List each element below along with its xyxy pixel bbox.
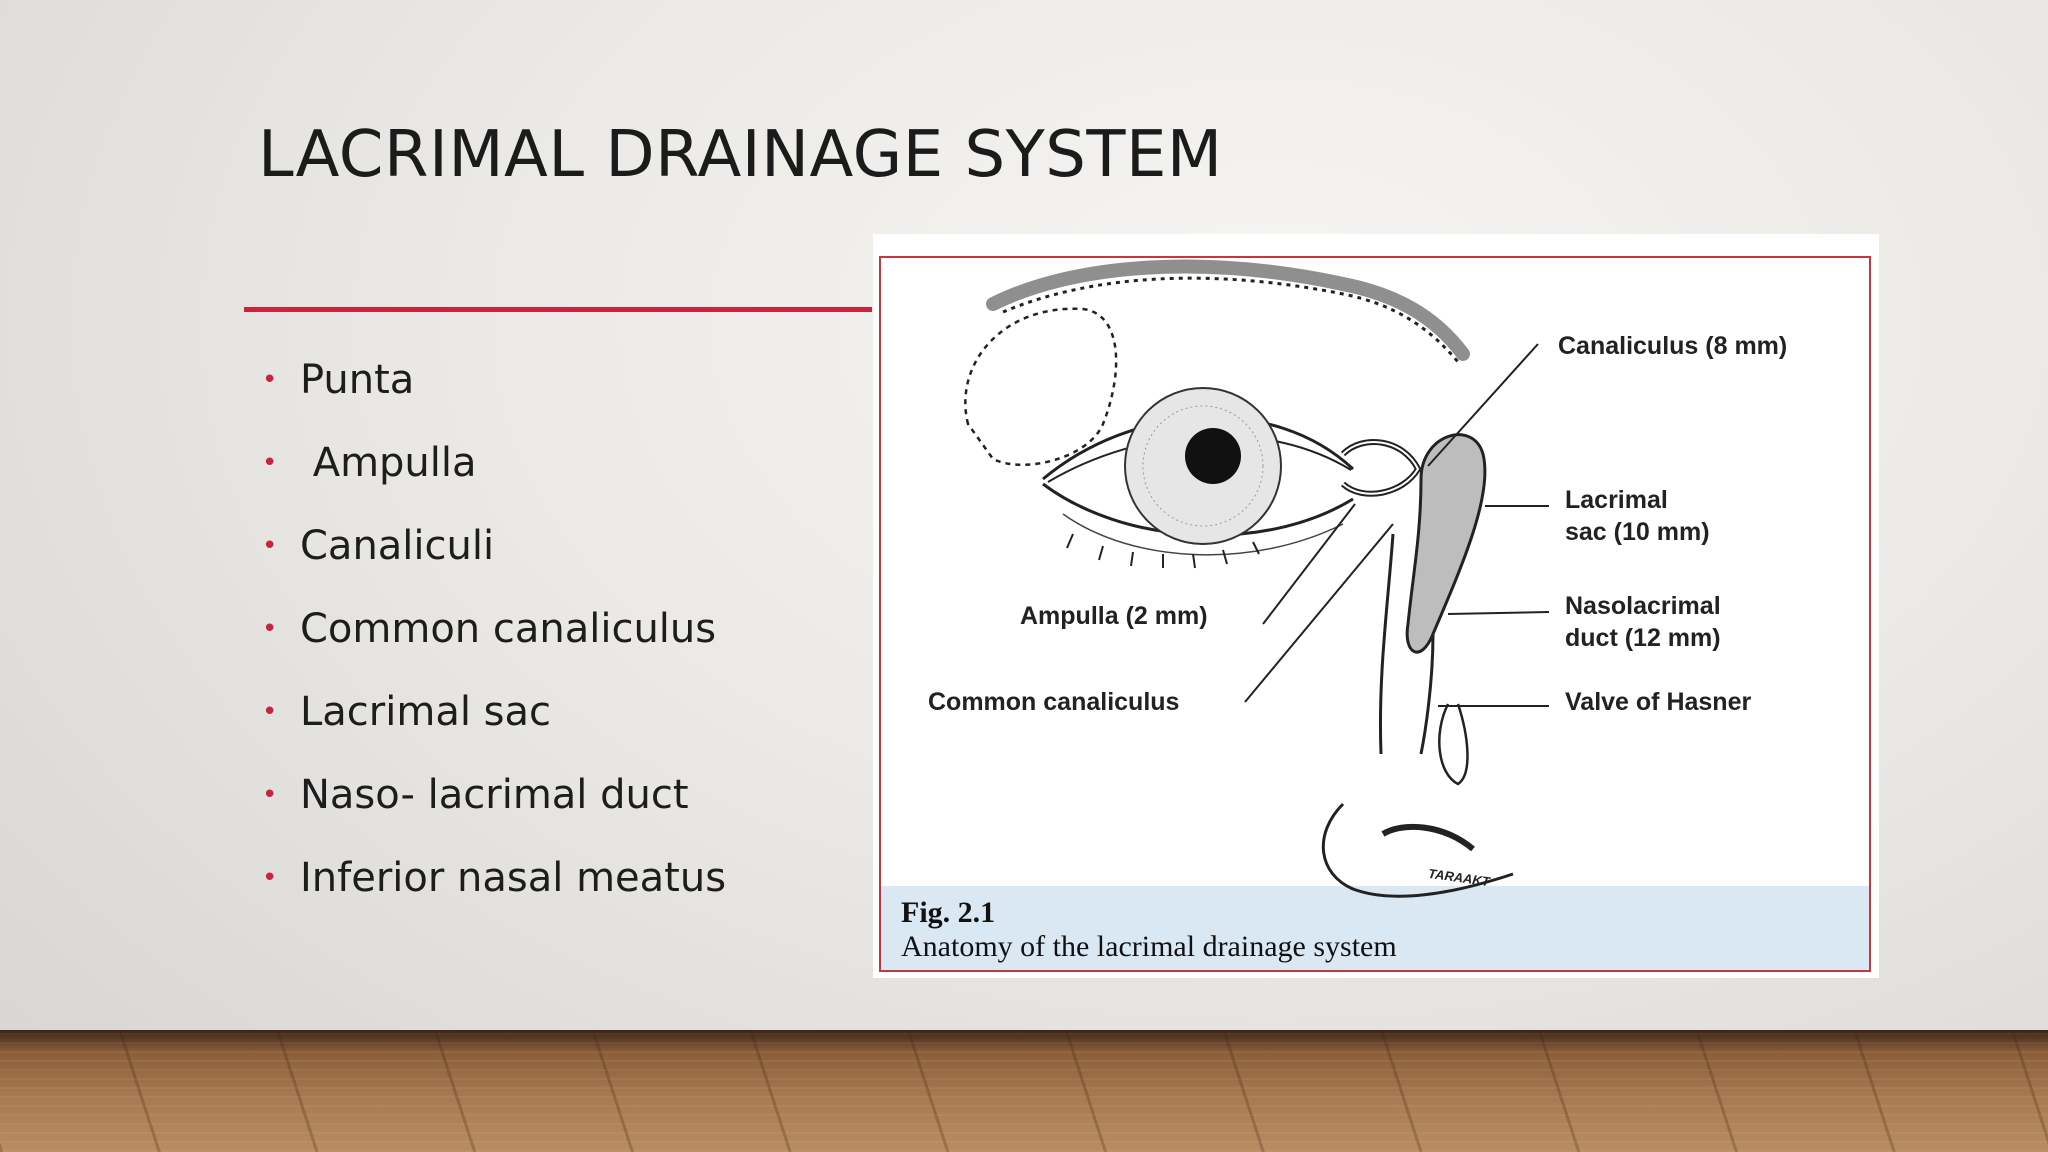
caption-band <box>881 886 1869 970</box>
bullet-icon: • <box>262 364 278 395</box>
bullet-icon: • <box>262 613 278 644</box>
label-common-canaliculus: Common canaliculus <box>928 688 1180 716</box>
figure-frame <box>879 256 1871 972</box>
figure-number: Fig. 2.1 <box>901 896 996 929</box>
bullet-text: Ampulla <box>300 439 477 486</box>
label-canaliculus: Canaliculus (8 mm) <box>1558 332 1788 360</box>
accent-divider <box>244 307 872 312</box>
bullet-icon: • <box>262 862 278 893</box>
bullet-text: Lacrimal sac <box>300 688 551 735</box>
bullet-icon: • <box>262 530 278 561</box>
label-nasolacrimal-line1: Nasolacrimal <box>1565 592 1721 620</box>
bullet-item: • Naso- lacrimal duct <box>262 753 726 836</box>
bullet-item: • Inferior nasal meatus <box>262 836 726 919</box>
bullet-item: • Ampulla <box>262 421 726 504</box>
bullet-text: Naso- lacrimal duct <box>300 771 689 818</box>
bullet-item: • Canaliculi <box>262 504 726 587</box>
bullet-list: • Punta • Ampulla • Canaliculi • Common can… <box>262 338 726 919</box>
bullet-icon: • <box>262 779 278 810</box>
label-ampulla: Ampulla (2 mm) <box>1020 602 1208 630</box>
bullet-text: Canaliculi <box>300 522 495 569</box>
slide: LACRIMAL DRAINAGE SYSTEM • Punta • Ampull… <box>244 118 1879 978</box>
bullet-icon: • <box>262 447 278 478</box>
label-valve-of-hasner: Valve of Hasner <box>1565 688 1752 716</box>
bullet-item: • Punta <box>262 338 726 421</box>
label-lacrimal-sac-line1: Lacrimal <box>1565 486 1668 514</box>
wood-floor-background <box>0 1030 2048 1152</box>
bullet-text: Inferior nasal meatus <box>300 854 727 901</box>
bullet-item: • Common canaliculus <box>262 587 726 670</box>
label-nasolacrimal-line2: duct (12 mm) <box>1565 624 1721 652</box>
bullet-text: Common canaliculus <box>300 605 717 652</box>
eye-anatomy-illustration <box>964 259 1550 898</box>
bullet-item: • Lacrimal sac <box>262 670 726 753</box>
bullet-text: Punta <box>300 356 415 403</box>
anatomy-figure: Canaliculus (8 mm) Lacrimal sac (10 mm) … <box>873 234 1879 978</box>
slide-title: LACRIMAL DRAINAGE SYSTEM <box>258 118 1223 192</box>
bullet-icon: • <box>262 696 278 727</box>
label-lacrimal-sac-line2: sac (10 mm) <box>1565 518 1710 546</box>
figure-caption: Anatomy of the lacrimal drainage system <box>901 930 1397 963</box>
